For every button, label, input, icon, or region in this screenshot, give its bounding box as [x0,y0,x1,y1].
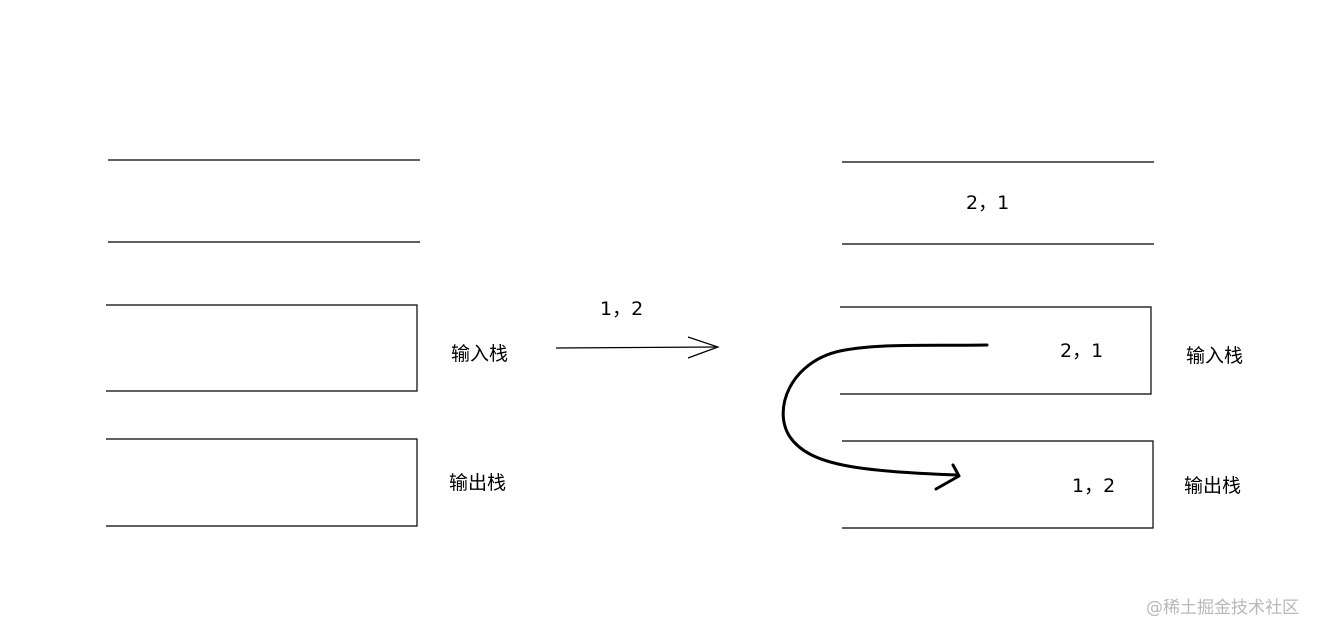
left-output-stack [106,438,418,527]
right-input-stack [840,306,1152,395]
right-top-open-slot [842,161,1154,245]
right-output-stack [842,440,1154,529]
left-top-open-slot [108,159,420,243]
push-sequence-label: 1，2 [600,298,644,320]
right-output-stack-content: 1，2 [1072,475,1116,497]
transition-arrow [555,336,720,359]
transfer-curve-arrow [781,343,989,477]
left-output-stack-label: 输出栈 [449,472,507,494]
right-input-stack-label: 输入栈 [1186,345,1244,367]
left-input-stack [106,304,418,392]
right-top-slot-content: 2，1 [966,192,1010,214]
right-output-stack-label: 输出栈 [1184,475,1242,497]
right-input-stack-content: 2，1 [1060,340,1104,362]
watermark: @稀土掘金技术社区 [1146,598,1299,618]
left-input-stack-label: 输入栈 [451,343,509,365]
transfer-arrowhead [934,463,961,491]
